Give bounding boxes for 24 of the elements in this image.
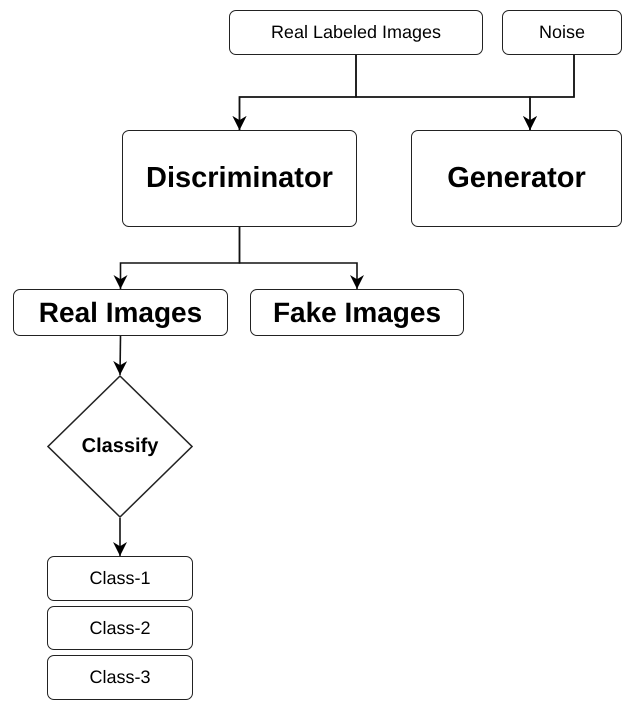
process-box xyxy=(47,655,193,700)
process-box xyxy=(502,10,622,55)
process-box xyxy=(250,289,464,336)
node-label: Discriminator xyxy=(146,162,333,195)
node-label: Class-3 xyxy=(89,667,150,688)
node-label: Noise xyxy=(538,22,586,43)
arrow xyxy=(238,227,364,289)
decision-diamond xyxy=(47,375,193,518)
node-label: Generator xyxy=(447,162,586,195)
arrow xyxy=(113,518,127,556)
node-label: Real Labeled Images xyxy=(270,22,442,43)
process-box xyxy=(229,10,483,55)
process-box xyxy=(47,606,193,650)
node-label: Class-1 xyxy=(89,568,150,589)
node-label: Real Images xyxy=(38,296,202,328)
node-label: Class-2 xyxy=(89,618,150,638)
process-box xyxy=(47,556,193,601)
node-label: Classify xyxy=(82,435,158,458)
process-box xyxy=(411,130,622,227)
process-box xyxy=(122,130,357,227)
process-box xyxy=(13,289,228,336)
arrow xyxy=(113,336,128,376)
node-label: Fake Images xyxy=(272,296,442,328)
arrow xyxy=(523,55,575,130)
